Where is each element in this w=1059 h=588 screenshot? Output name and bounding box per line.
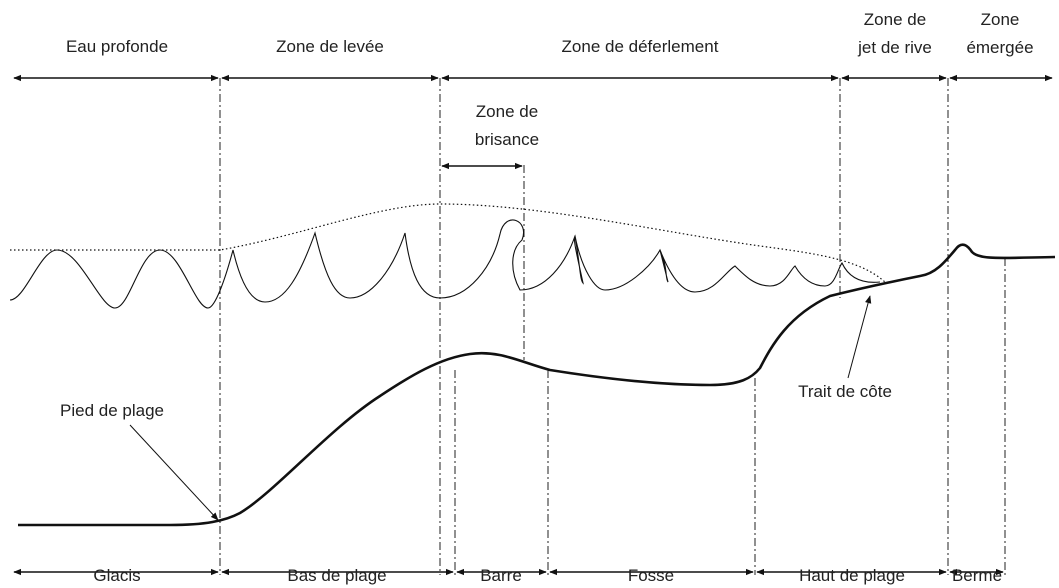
seabed-profile <box>18 243 1056 527</box>
label-barre: Barre <box>480 566 522 585</box>
trait-de-cote-pointer <box>847 295 872 379</box>
label-emergee-line2: émergée <box>966 38 1033 57</box>
label-jet-de-rive-line1: Zone de <box>864 10 926 29</box>
pied-de-plage-pointer <box>129 424 219 521</box>
label-haut-de-plage: Haut de plage <box>799 566 905 585</box>
wave-envelope <box>10 203 886 283</box>
label-berme: Berme <box>952 566 1002 585</box>
label-fosse: Fosse <box>628 566 674 585</box>
label-emergee-line1: Zone <box>981 10 1020 29</box>
label-glacis: Glacis <box>93 566 140 585</box>
zone-separators <box>219 78 1006 575</box>
label-eau-profonde: Eau profonde <box>66 37 168 56</box>
label-bas-de-plage: Bas de plage <box>287 566 386 585</box>
label-zone-deferlement: Zone de déferlement <box>562 37 719 56</box>
wave-profile <box>9 219 881 309</box>
label-pied-de-plage: Pied de plage <box>60 401 164 420</box>
label-brisance-line1: Zone de <box>476 102 538 121</box>
label-trait-de-cote: Trait de côte <box>798 382 892 401</box>
label-jet-de-rive-line2: jet de rive <box>857 38 932 57</box>
label-zone-levee: Zone de levée <box>276 37 384 56</box>
label-brisance-line2: brisance <box>475 130 539 149</box>
top-zone-arrows <box>13 74 1053 170</box>
